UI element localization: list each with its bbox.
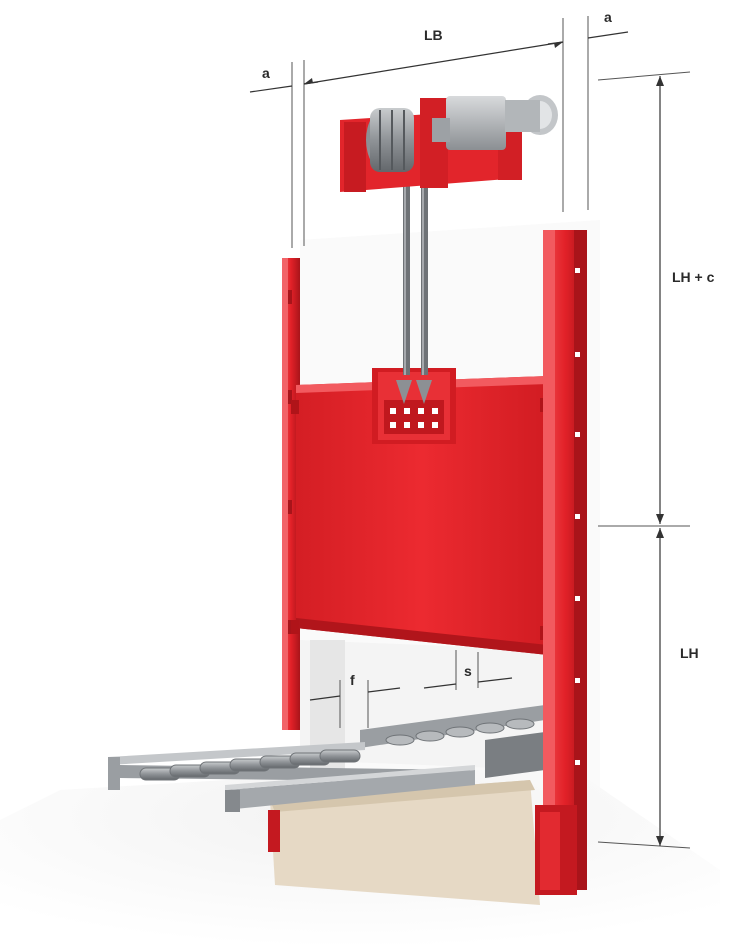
label-f: f xyxy=(350,672,355,688)
roller-conveyor-back xyxy=(360,705,545,778)
label-a-right: a xyxy=(604,9,612,25)
dimension-labels: LB a a LH + c LH f s xyxy=(262,9,715,688)
label-lb: LB xyxy=(424,27,443,43)
dimension-lines xyxy=(249,16,691,849)
lifting-bracket xyxy=(372,368,456,444)
label-s: s xyxy=(464,663,472,679)
label-lh-plus-c: LH + c xyxy=(672,269,715,285)
label-lh: LH xyxy=(680,645,699,661)
label-a-left: a xyxy=(262,65,270,81)
gate-panel xyxy=(291,376,548,655)
left-guide-post xyxy=(268,258,300,852)
motor xyxy=(432,95,558,150)
right-guide-post xyxy=(535,230,587,895)
roller-conveyor-front xyxy=(108,742,475,812)
drive-unit xyxy=(340,95,558,192)
concrete-base xyxy=(270,780,540,905)
lifting-cables xyxy=(403,185,428,375)
cable-drum xyxy=(366,108,414,172)
